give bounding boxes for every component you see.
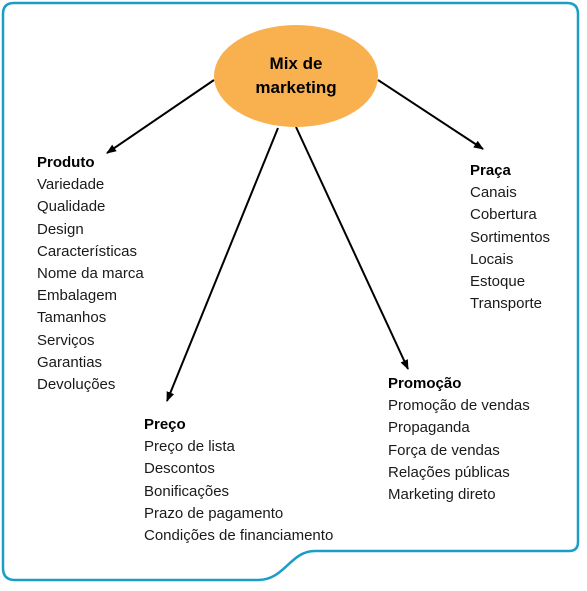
- arrow-to-promocao: [295, 126, 409, 370]
- preco-item: Preço de lista: [144, 438, 235, 456]
- arrow-to-praca: [377, 79, 484, 150]
- produto-item: Devoluções: [37, 376, 116, 394]
- center-label-line2: marketing: [255, 78, 337, 97]
- preco-item: Condições de financiamento: [144, 527, 334, 545]
- center-label: Mix de marketing: [214, 52, 378, 100]
- produto-item: Características: [37, 242, 138, 260]
- promocao-item: Relações públicas: [388, 463, 510, 481]
- promocao-item: Propaganda: [388, 419, 470, 437]
- produto-title: Produto: [37, 154, 95, 171]
- praca-item: Sortimentos: [470, 228, 551, 246]
- promocao-item: Promoção de vendas: [388, 397, 530, 415]
- promocao-item: Força de vendas: [388, 441, 500, 459]
- center-label-line1: Mix de: [269, 54, 323, 73]
- produto-item: Design: [37, 220, 84, 238]
- produto-item: Variedade: [37, 176, 105, 194]
- arrow-to-produto: [106, 79, 215, 154]
- produto-item: Garantias: [37, 353, 103, 371]
- praca-item: Canais: [470, 184, 517, 202]
- praca-item: Locais: [470, 250, 514, 268]
- promocao-item: Marketing direto: [388, 486, 496, 504]
- praca-item: Transporte: [470, 295, 542, 313]
- produto-item: Embalagem: [37, 287, 118, 305]
- produto-item: Qualidade: [37, 198, 106, 216]
- preco-item: Bonificações: [144, 482, 230, 500]
- produto-item: Tamanhos: [37, 309, 107, 327]
- produto-item: Nome da marca: [37, 265, 144, 283]
- promocao-title: Promoção: [388, 375, 462, 392]
- praca-item: Estoque: [470, 273, 526, 291]
- frame-border: [1, 1, 580, 582]
- produto-item: Serviços: [37, 331, 95, 349]
- praca-title: Praça: [470, 162, 511, 179]
- center-ellipse: [214, 25, 378, 127]
- preco-title: Preço: [144, 416, 186, 433]
- praca-item: Cobertura: [470, 206, 537, 224]
- preco-item: Descontos: [144, 460, 215, 478]
- arrow-to-preco: [166, 127, 279, 402]
- preco-item: Prazo de pagamento: [144, 504, 284, 522]
